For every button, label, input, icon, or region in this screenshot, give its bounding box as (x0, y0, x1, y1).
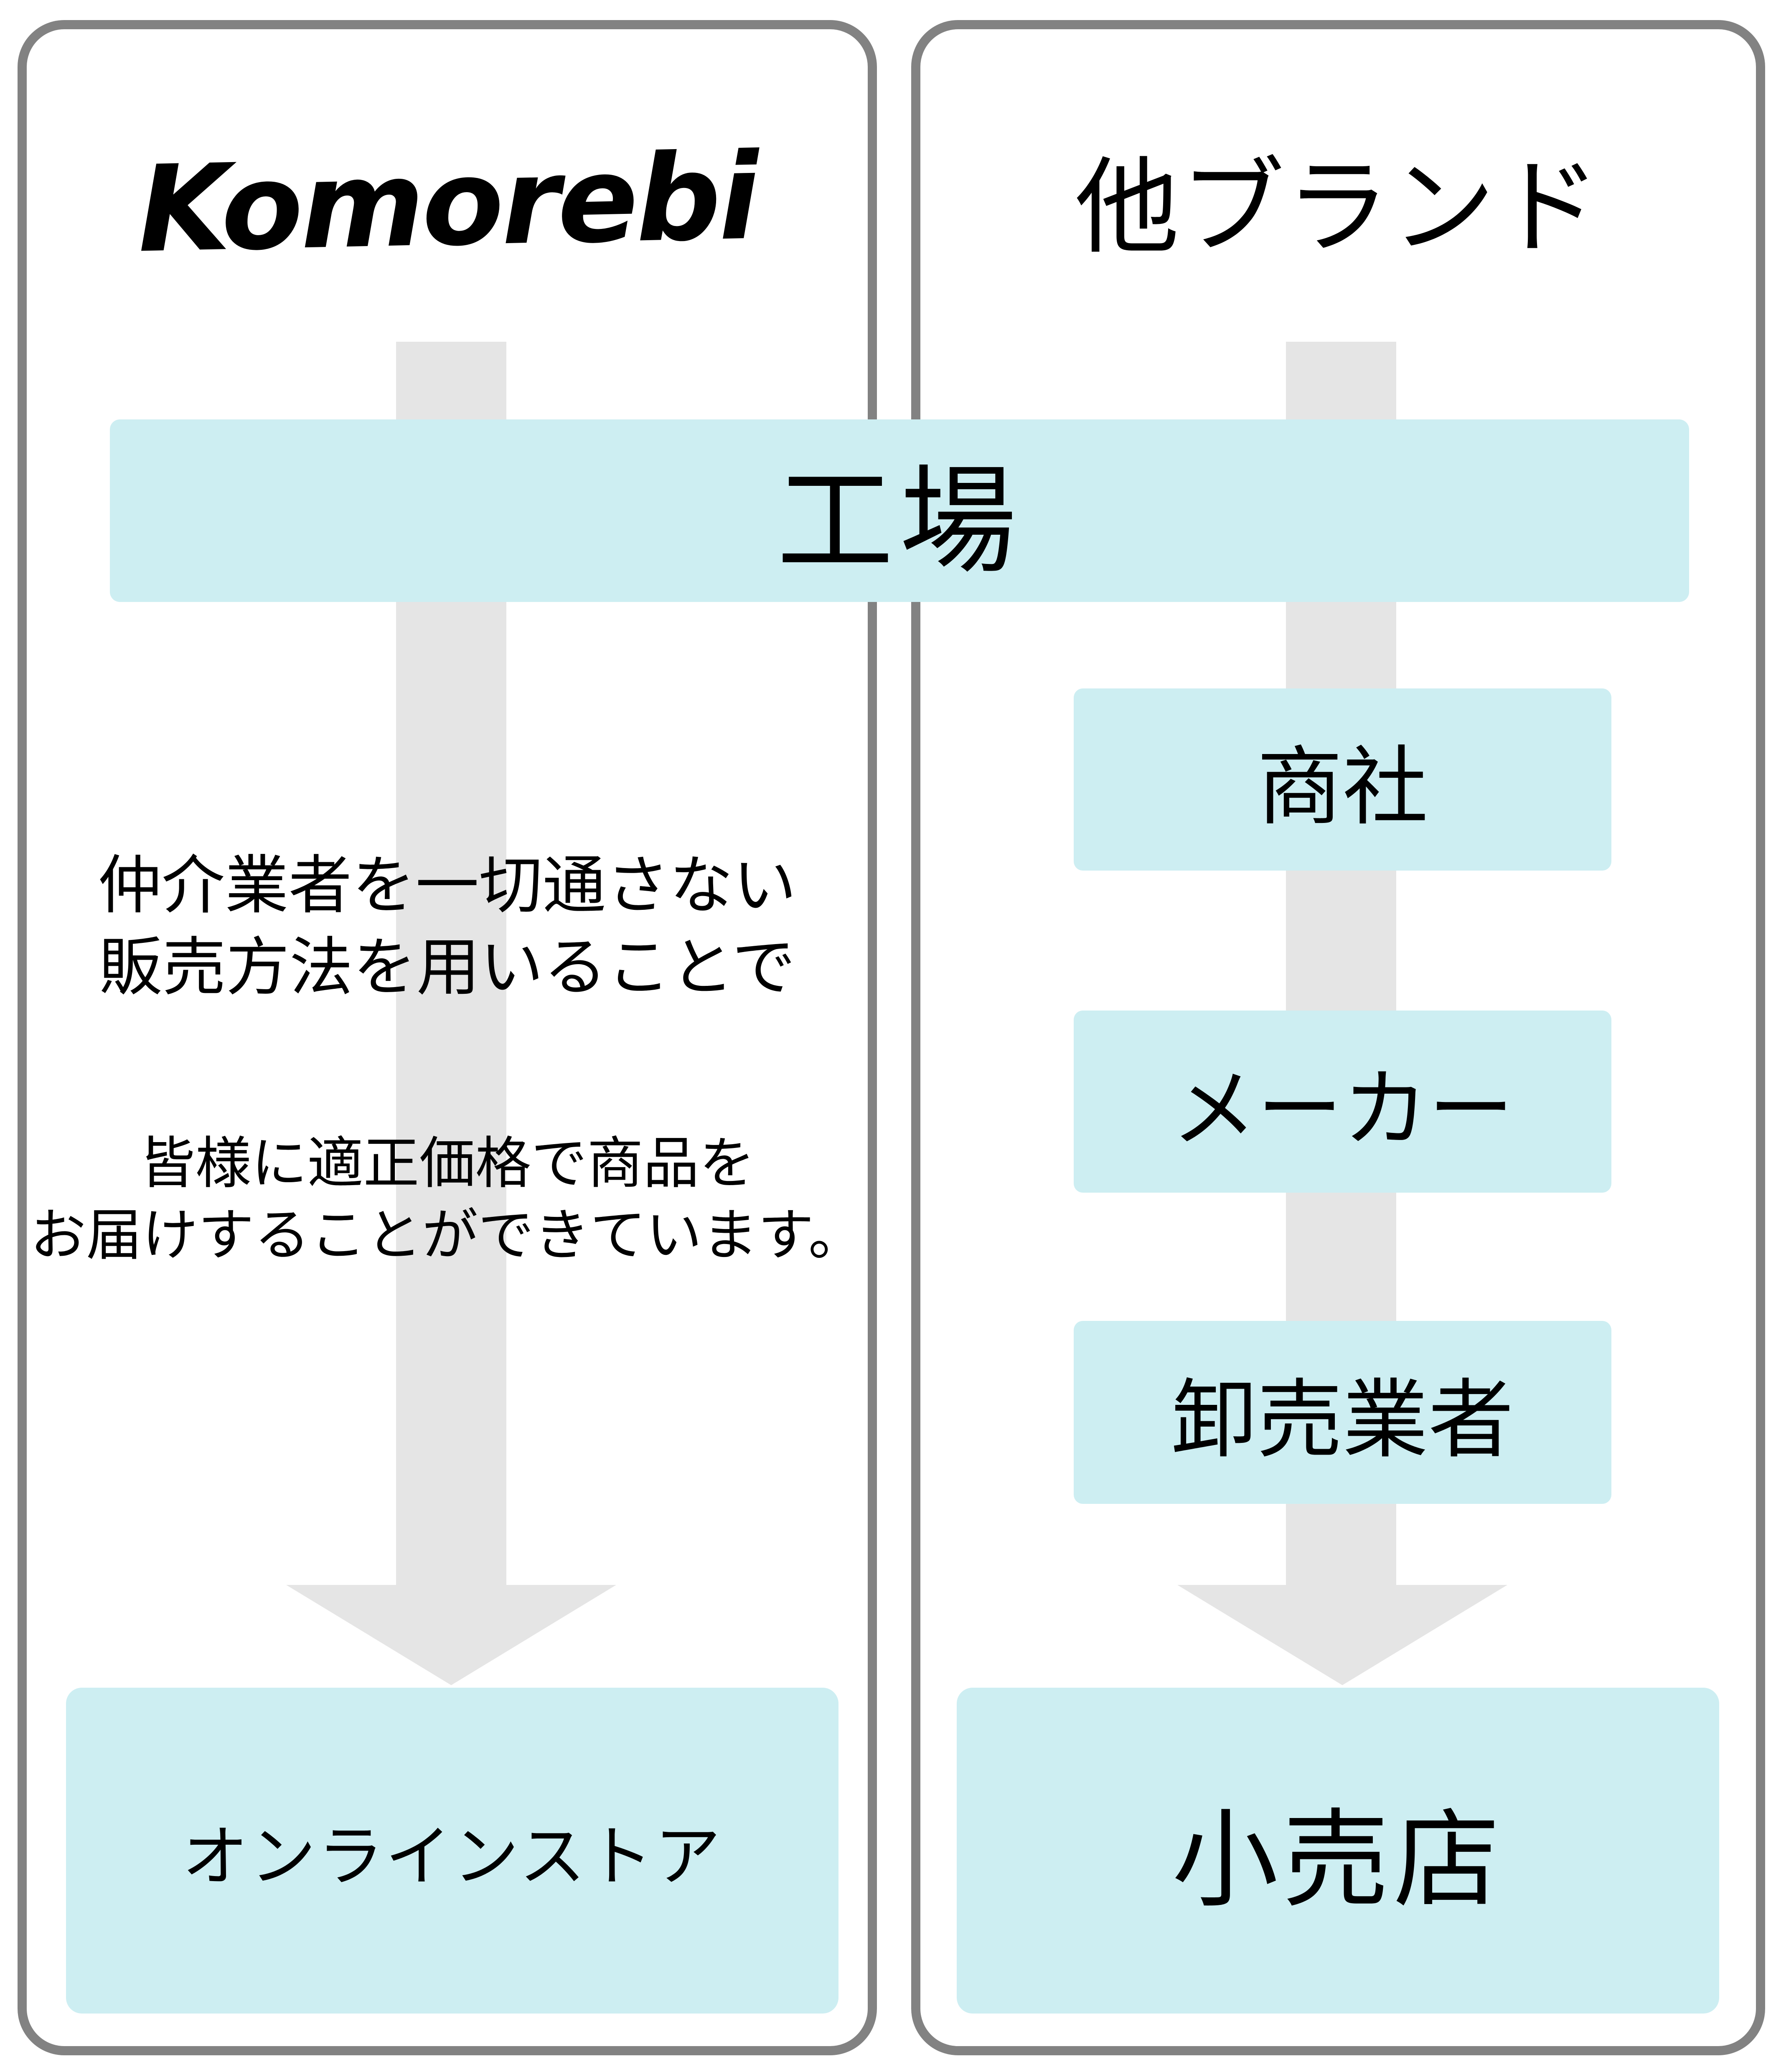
factory-band: 工場 (110, 419, 1689, 602)
online-store-label: オンラインストア (182, 1820, 722, 1894)
description-line: お届けすることができています。 (30, 1204, 864, 1267)
step-label: 商社 (1257, 739, 1428, 835)
description-line: 皆様に適正価格で商品を (139, 1132, 755, 1195)
description-line: 仲介業者を一切通さない (98, 850, 797, 921)
direct-sales-description: 仲介業者を一切通さない 販売方法を用いることで (18, 845, 877, 1008)
fair-price-description: 皆様に適正価格で商品を お届けすることができています。 (18, 1128, 877, 1272)
komorebi-title: Komorebi (136, 127, 758, 279)
step-label: 卸売業者 (1171, 1372, 1514, 1468)
online-store-box: オンラインストア (66, 1688, 838, 2014)
step-box-trading-company: 商社 (1074, 688, 1611, 871)
retail-store-box: 小売店 (957, 1688, 1719, 2014)
description-line: 販売方法を用いることで (99, 932, 796, 1003)
other-brands-title: 他ブランド (1075, 149, 1601, 266)
step-label: メーカー (1171, 1061, 1514, 1157)
retail-store-label: 小売店 (1171, 1800, 1504, 1920)
komorebi-arrow-head-icon (286, 1585, 616, 1685)
other-brands-arrow-head-icon (1177, 1585, 1507, 1685)
step-box-wholesaler: 卸売業者 (1074, 1321, 1611, 1504)
factory-label: 工場 (777, 456, 1022, 587)
step-box-manufacturer: メーカー (1074, 1011, 1611, 1193)
